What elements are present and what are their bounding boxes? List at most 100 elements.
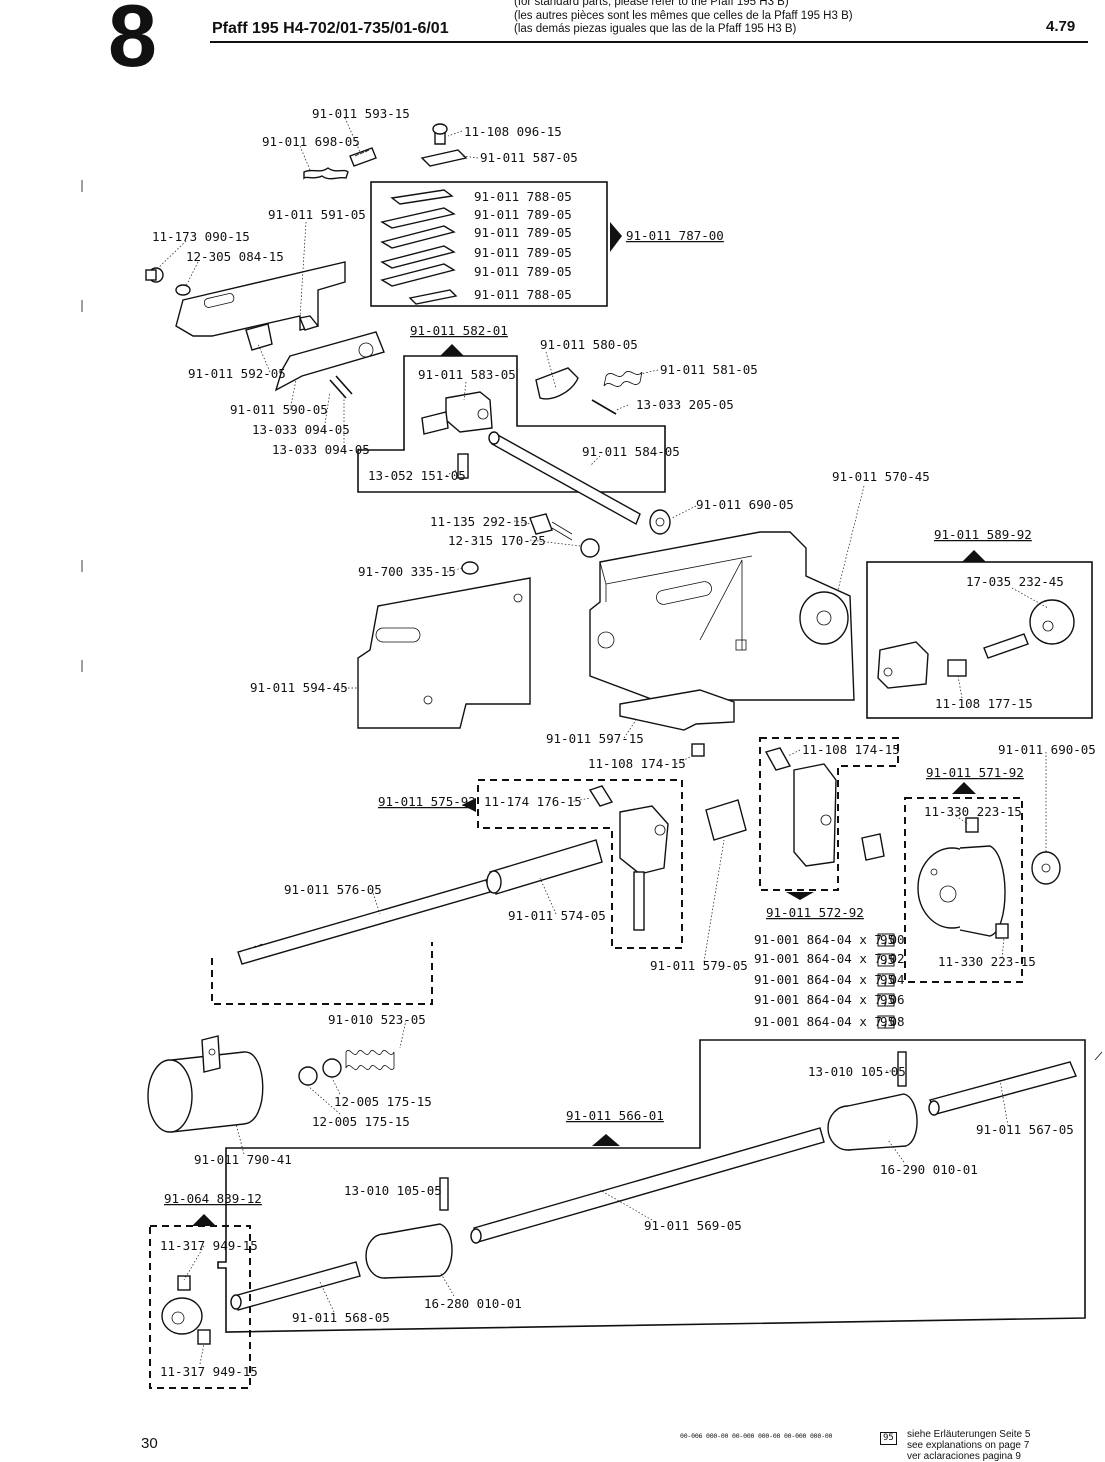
part-label: 91-011 566-01 xyxy=(566,1108,664,1123)
holder-box xyxy=(759,737,899,891)
part-label: 11-174 176-15 xyxy=(484,794,582,809)
badge-95: 95 xyxy=(880,992,895,1007)
part-label: 91-011 576-05 xyxy=(284,882,382,897)
part-label: 91-011 568-05 xyxy=(292,1310,390,1325)
part-label: 91-011 597-15 xyxy=(546,731,644,746)
part-label: 91-011 581-05 xyxy=(660,362,758,377)
holder-drawing xyxy=(764,747,837,867)
part-label: 91-011 579-05 xyxy=(650,958,748,973)
part-label: 91-011 593-15 xyxy=(312,106,410,121)
knob-arrow xyxy=(962,550,986,562)
note-fr: (les autres pièces sont les mêmes que ce… xyxy=(514,9,853,22)
shaft-arrow xyxy=(592,1134,620,1146)
part-label: 91-011 582-01 xyxy=(410,323,508,338)
guide-drawing xyxy=(619,689,735,731)
lever-assembly-drawing xyxy=(145,123,468,399)
part-label: 12-305 084-15 xyxy=(186,249,284,264)
part-label: 91-011 788-05 xyxy=(474,189,572,204)
note-en: (for standard parts, please refer to the… xyxy=(514,0,789,8)
part-label: 13-033 205-05 xyxy=(636,397,734,412)
part-label: 91-011 572-92 xyxy=(766,905,864,920)
part-label: 91-011 591-05 xyxy=(268,207,366,222)
part-label: 91-011 594-45 xyxy=(250,680,348,695)
header-rule xyxy=(210,41,1088,43)
part-label: 91-011 788-05 xyxy=(474,287,572,302)
clamp-drawing xyxy=(588,785,669,931)
part-label: 11-330 223-15 xyxy=(924,804,1022,819)
part-label: 13-010 105-05 xyxy=(344,1183,442,1198)
page-number: 30 xyxy=(141,1435,158,1452)
collar-arrow xyxy=(192,1214,216,1226)
part-labels: 91-011 593-15 91-011 698-05 11-108 096-1… xyxy=(152,106,1096,1379)
part-label: 13-033 094-05 xyxy=(252,422,350,437)
part-label: 91-011 589-92 xyxy=(934,527,1032,542)
badge-95: 95 xyxy=(880,1014,895,1029)
part-label: 91-011 698-05 xyxy=(262,134,360,149)
part-label: 91-011 580-05 xyxy=(540,337,638,352)
part-label: 91-011 567-05 xyxy=(976,1122,1074,1137)
part-label: 11-108 174-15 xyxy=(802,742,900,757)
shims-arrow xyxy=(610,222,622,252)
part-label: 91-011 592-05 xyxy=(188,366,286,381)
rod-link-box xyxy=(211,942,433,1005)
part-label: 11-108 174-15 xyxy=(588,756,686,771)
part-label: 91-011 571-92 xyxy=(926,765,1024,780)
knob-drawing xyxy=(877,599,1075,689)
part-label: 91-011 789-05 xyxy=(474,225,572,240)
badge-95: 95 xyxy=(880,952,895,967)
part-label: 91-001 864-04 x 7,00 xyxy=(754,932,905,947)
rods-drawing xyxy=(237,839,603,965)
part-label: 11-317 949-15 xyxy=(160,1238,258,1253)
model-title: Pfaff 195 H4-702/01-735/01-6/01 xyxy=(212,20,449,37)
part-label: 13-052 151-05 xyxy=(368,468,466,483)
footer-note-de: siehe Erläuterungen Seite 5 xyxy=(907,1429,1031,1440)
edition-date: 4.79 xyxy=(1046,18,1076,35)
part-label: 12-005 175-15 xyxy=(334,1094,432,1109)
explanation-badges: 95 95 95 95 95 xyxy=(877,932,895,1029)
section-number: 8 xyxy=(108,0,157,85)
footer-note-en: see explanations on page 7 xyxy=(907,1440,1030,1451)
part-label: 17-035 232-45 xyxy=(966,574,1064,589)
part-label: 91-010 523-05 xyxy=(328,1012,426,1027)
part-label: 16-280 010-01 xyxy=(424,1296,522,1311)
clamp-arrow xyxy=(462,798,476,812)
shims-box xyxy=(370,181,608,307)
margin-marks xyxy=(81,180,1103,1061)
part-label: 12-315 170-25 xyxy=(448,533,546,548)
part-label: 91-011 574-05 xyxy=(508,908,606,923)
part-label: 91-011 690-05 xyxy=(998,742,1096,757)
leader-lines xyxy=(155,117,1049,1365)
shaft-box xyxy=(217,1039,1086,1333)
badge-95: 95 xyxy=(880,972,895,987)
note-es: (las demás piezas iguales que las de la … xyxy=(514,23,797,35)
part-label: 16-290 010-01 xyxy=(880,1162,978,1177)
footer-note-es: ver aclaraciones pagina 9 xyxy=(907,1451,1021,1462)
footer-codes: 00-006 000-00 00-000 000-00 00-000 000-0… xyxy=(680,1432,833,1440)
part-label: 91-011 790-41 xyxy=(194,1152,292,1167)
part-label: 91-011 690-05 xyxy=(696,497,794,512)
part-label: 91-011 569-05 xyxy=(644,1218,742,1233)
collar-box xyxy=(149,1225,251,1389)
coupling-drawing xyxy=(917,817,1009,939)
part-label: 11-108 096-15 xyxy=(464,124,562,139)
part-label: 91-011 590-05 xyxy=(230,402,328,417)
part-label: 11-108 177-15 xyxy=(935,696,1033,711)
part-label: 91-011 584-05 xyxy=(582,444,680,459)
part-label: 91-011 789-05 xyxy=(474,264,572,279)
part-label: 91-011 583-05 xyxy=(418,367,516,382)
part-label: 11-173 090-15 xyxy=(152,229,250,244)
footer-notes: siehe Erläuterungen Seite 5 see explanat… xyxy=(907,1429,1030,1462)
part-label: 11-330 223-15 xyxy=(938,954,1036,969)
part-label: 91-011 789-05 xyxy=(474,245,572,260)
main-housing-drawing xyxy=(589,531,855,701)
part-label: 91-001 864-04 x 7,06 xyxy=(754,992,905,1007)
part-label: 91-011 789-05 xyxy=(474,207,572,222)
bracket-box xyxy=(357,355,666,493)
part-label: 91-700 335-15 xyxy=(358,564,456,579)
part-label: 91-001 864-04 x 7,02 xyxy=(754,951,905,966)
part-label: 91-064 839-12 xyxy=(164,1191,262,1206)
plate-drawing xyxy=(357,577,531,729)
solenoid-drawing xyxy=(147,1035,264,1133)
standard-parts-notes: (for standard parts, please refer to the… xyxy=(514,0,853,37)
